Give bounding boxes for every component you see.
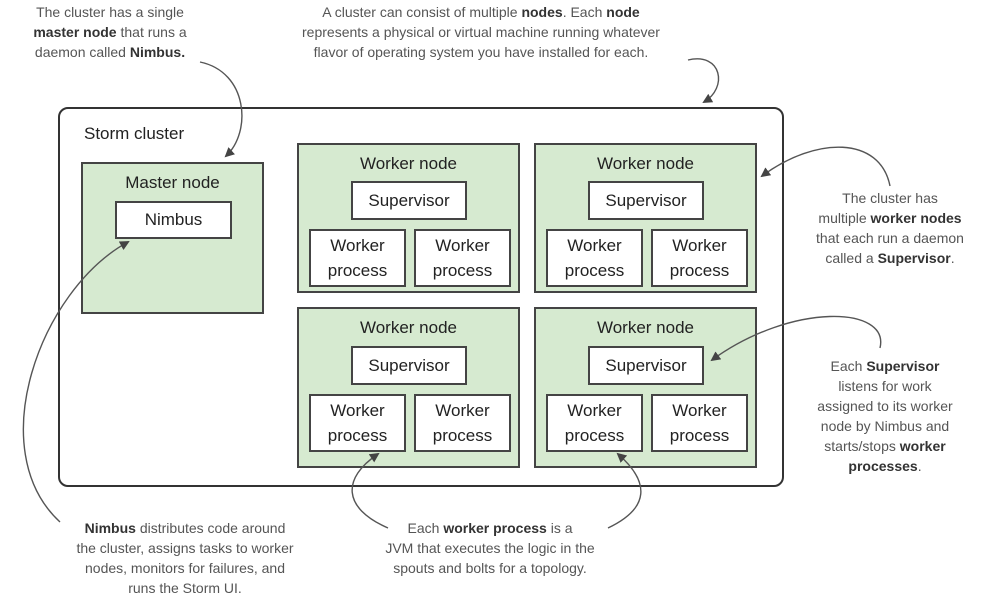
supervisor-box: Supervisor — [588, 346, 704, 385]
nimbus-box: Nimbus — [115, 201, 232, 239]
annotation-worker-process: Each worker process is a JVM that execut… — [385, 520, 595, 576]
worker-process-line2: process — [564, 261, 625, 280]
worker-process-line1: Worker — [672, 401, 727, 420]
worker-process-line2: process — [669, 261, 730, 280]
worker-node-title: Worker node — [596, 318, 694, 337]
worker-process-line1: Worker — [567, 236, 622, 255]
supervisor-box: Supervisor — [588, 181, 704, 220]
worker-process-line1: Worker — [330, 236, 385, 255]
worker-node-title: Worker node — [359, 318, 457, 337]
worker-process-line2: process — [432, 261, 493, 280]
master-node-title: Master node — [125, 173, 220, 192]
worker-process-line1: Worker — [435, 236, 490, 255]
worker-process-box: Worker process — [309, 229, 406, 287]
worker-process-line2: process — [564, 426, 625, 445]
worker-process-box: Worker process — [546, 394, 643, 452]
worker-node: Worker node Supervisor Worker process Wo… — [297, 143, 520, 293]
worker-process-line1: Worker — [567, 401, 622, 420]
worker-node: Worker node Supervisor Worker process Wo… — [534, 307, 757, 468]
worker-node: Worker node Supervisor Worker process Wo… — [534, 143, 757, 293]
worker-process-line1: Worker — [330, 401, 385, 420]
worker-process-box: Worker process — [651, 229, 748, 287]
worker-process-box: Worker process — [546, 229, 643, 287]
worker-node-title: Worker node — [596, 154, 694, 173]
worker-node-title: Worker node — [359, 154, 457, 173]
worker-process-line1: Worker — [672, 236, 727, 255]
supervisor-box: Supervisor — [351, 346, 467, 385]
annotation-master-node: The cluster has a single master node tha… — [33, 4, 187, 60]
worker-process-line2: process — [327, 426, 388, 445]
worker-process-line2: process — [327, 261, 388, 280]
worker-process-line2: process — [669, 426, 730, 445]
annotation-nimbus: Nimbus distributes code around the clust… — [76, 520, 294, 596]
worker-process-box: Worker process — [309, 394, 406, 452]
annotation-worker-nodes: The cluster has multiple worker nodes th… — [816, 190, 964, 266]
worker-process-box: Worker process — [651, 394, 748, 452]
worker-process-box: Worker process — [414, 394, 511, 452]
supervisor-box: Supervisor — [351, 181, 467, 220]
arrow-to-cluster — [687, 58, 720, 103]
worker-node: Worker node Supervisor Worker process Wo… — [297, 307, 520, 468]
worker-process-box: Worker process — [414, 229, 511, 287]
worker-process-line1: Worker — [435, 401, 490, 420]
master-node: Master node Nimbus — [81, 162, 264, 314]
annotation-supervisor: Each Supervisor listens for work assigne… — [817, 358, 953, 474]
cluster-label: Storm cluster — [84, 124, 185, 143]
worker-process-line2: process — [432, 426, 493, 445]
annotation-nodes: A cluster can consist of multiple nodes.… — [302, 4, 660, 60]
